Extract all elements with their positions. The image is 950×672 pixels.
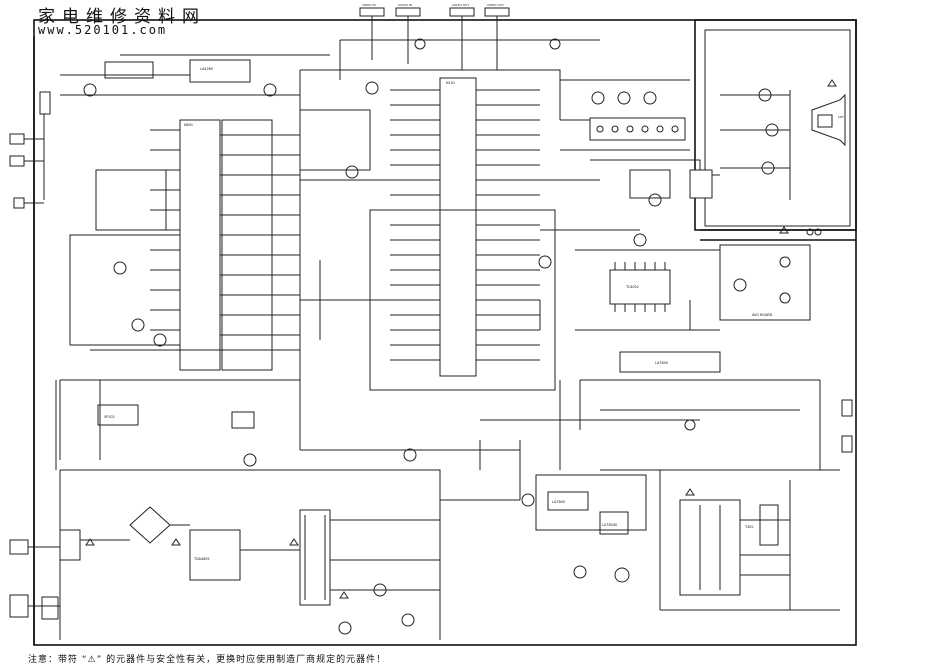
crt-board: CRT [689,29,851,227]
av-board-label: AVO BOARD [752,313,773,317]
label-audio-in: AUDIO IN [398,3,412,7]
routing-wires [55,179,856,500]
tuner-block: LA4285 [9,54,330,209]
field-section: LA7800 LA78040 [521,474,647,583]
label-video-in: VIDEO IN [362,3,376,7]
av-switch: TC4052 AVO BOARD [575,244,811,331]
site-url: www.520101.com [38,23,168,37]
switch-label: SP102 [104,415,115,419]
label-video-out: VIDEO OUT [487,3,504,7]
micro-controller: N801 SP102 [59,100,301,460]
flyback: T402 [600,469,840,611]
ic-tuner-label: LA4285 [200,67,213,71]
ic-pwm-label: TDA4605 [193,557,210,561]
ic-reg-label: LA78040 [602,523,617,527]
top-connectors: VIDEO IN AUDIO IN AUDIO OUT VIDEO OUT [339,3,600,80]
main-ic: N101 [299,69,590,462]
audio-amp: LA7840 [579,351,853,470]
ic-micro-label: N801 [184,123,193,127]
bridge-rectifier [129,506,171,544]
label-audio-out: AUDIO OUT [452,3,469,7]
ic-main-label: N101 [446,81,455,85]
crt-label: CRT [838,115,844,119]
safety-note: 注意：带符 “⚠” 的元器件与安全性有关，更换时应使用制造厂商规定的元器件！ [28,655,387,665]
site-title: 家电维修资料网 [38,7,206,27]
transformer-label: T402 [744,525,754,529]
video-output [560,79,701,247]
ic-field-label: LA7800 [552,500,565,504]
ic-av-label: TC4052 [625,285,639,289]
ic-audio-label: LA7840 [655,361,668,365]
power-supply: TDA4605 [9,453,520,640]
